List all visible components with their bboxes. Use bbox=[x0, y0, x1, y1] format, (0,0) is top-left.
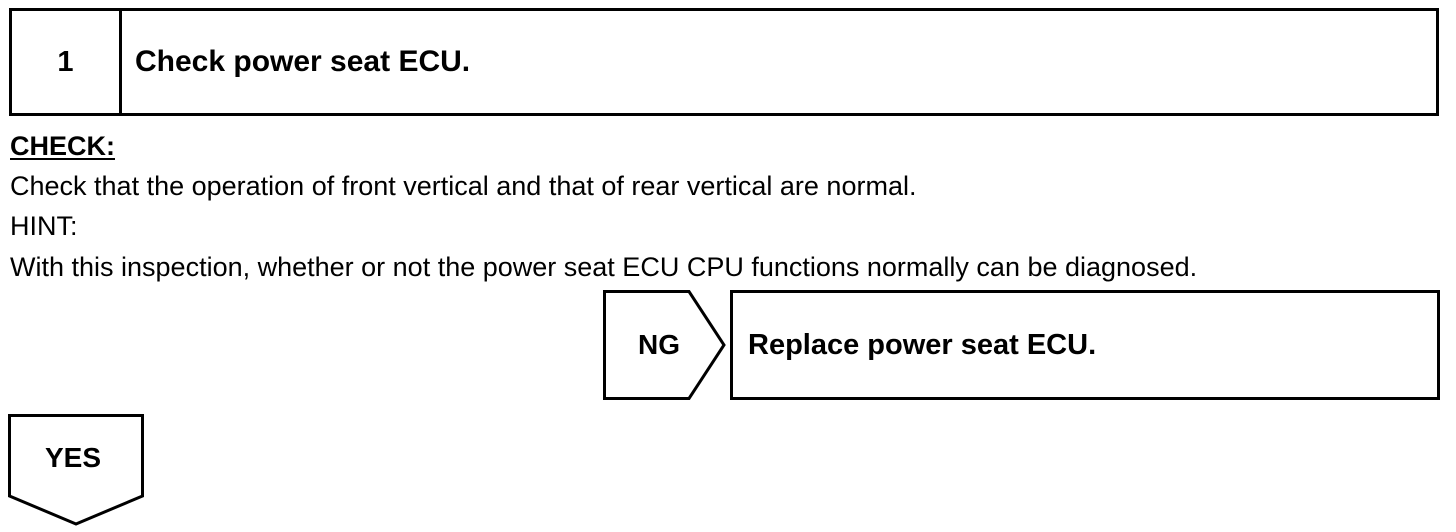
ng-arrow-flag bbox=[603, 290, 726, 400]
yes-arrow-flag bbox=[8, 414, 144, 526]
check-label: CHECK: bbox=[10, 131, 115, 161]
step-number: 1 bbox=[12, 11, 122, 113]
yes-label: YES bbox=[44, 442, 102, 473]
ng-label: NG bbox=[638, 329, 680, 360]
ng-action-text: Replace power seat ECU. bbox=[748, 328, 1097, 361]
hint-label: HINT: bbox=[10, 211, 78, 241]
hint-text: With this inspection, whether or not the… bbox=[10, 252, 1198, 282]
ng-action-box: Replace power seat ECU. bbox=[730, 290, 1440, 400]
step-header: 1 Check power seat ECU. bbox=[9, 8, 1439, 116]
check-text: Check that the operation of front vertic… bbox=[10, 171, 917, 201]
step-title: Check power seat ECU. bbox=[135, 45, 471, 78]
